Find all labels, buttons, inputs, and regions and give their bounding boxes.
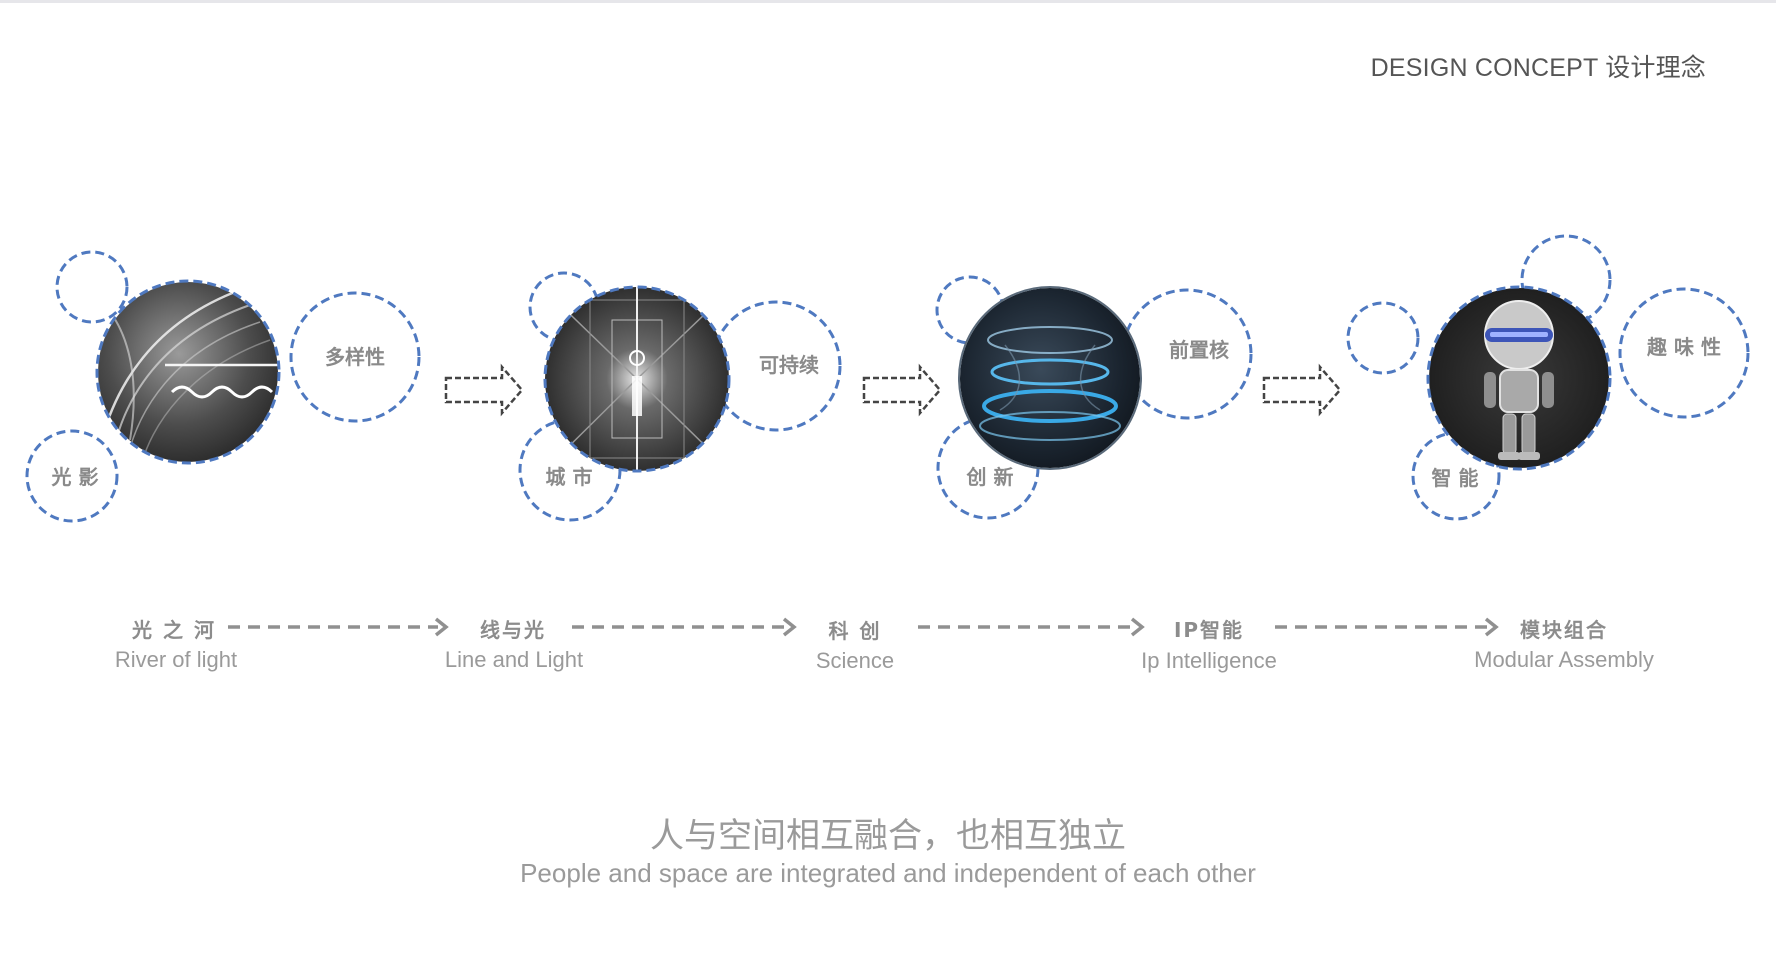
flow-arrow bbox=[1262, 363, 1342, 417]
tag-label: 趣 味 性 bbox=[1646, 335, 1721, 359]
stage-science-cluster bbox=[935, 275, 1253, 520]
stage-title-cn: 线与光 bbox=[480, 618, 546, 642]
stage-title-cn: 科 创 bbox=[828, 619, 882, 643]
tagline-cn: 人与空间相互融合，也相互独立 bbox=[650, 816, 1126, 856]
small-ring bbox=[1346, 301, 1420, 375]
stage-line-cluster bbox=[518, 271, 842, 522]
tag-label: 城 市 bbox=[546, 465, 593, 489]
tag-label: 智 能 bbox=[1432, 466, 1479, 490]
stage-title-en: Modular Assembly bbox=[1474, 647, 1654, 672]
stage-title-cn: 模块组合 bbox=[1520, 618, 1608, 642]
stage-river-cluster bbox=[25, 250, 421, 523]
stage-title-en: Science bbox=[815, 648, 895, 673]
science-image bbox=[960, 288, 1140, 468]
tag-ring bbox=[25, 429, 119, 523]
stage-title-en: River of light bbox=[114, 647, 238, 672]
stage-title-cn: 光 之 河 bbox=[132, 618, 216, 642]
flow-arrow bbox=[444, 363, 524, 417]
stage-title-en: Line and Light bbox=[444, 647, 584, 672]
tag-label: 光 影 bbox=[51, 465, 99, 489]
stage-ip-cluster bbox=[1346, 234, 1750, 521]
stage-title-en: Ip Intelligence bbox=[1141, 648, 1277, 673]
small-ring bbox=[1520, 234, 1612, 326]
stage-title-cn: IP智能 bbox=[1173, 618, 1245, 642]
timeline-connectors bbox=[228, 617, 1499, 637]
tagline-en: People and space are integrated and inde… bbox=[520, 858, 1256, 888]
tag-label: 创 新 bbox=[966, 465, 1014, 489]
page-title: DESIGN CONCEPT 设计理念 bbox=[1370, 54, 1706, 82]
tag-ring bbox=[289, 291, 421, 423]
tag-label: 多样性 bbox=[325, 345, 385, 369]
tag-label: 可持续 bbox=[759, 353, 819, 377]
small-ring bbox=[55, 250, 129, 324]
line-and-light-image bbox=[545, 287, 729, 471]
flow-arrow bbox=[862, 363, 942, 417]
tag-ring bbox=[1618, 287, 1750, 419]
tag-label: 前置核 bbox=[1169, 338, 1229, 362]
robot-image bbox=[1429, 288, 1609, 468]
top-border bbox=[0, 0, 1776, 3]
